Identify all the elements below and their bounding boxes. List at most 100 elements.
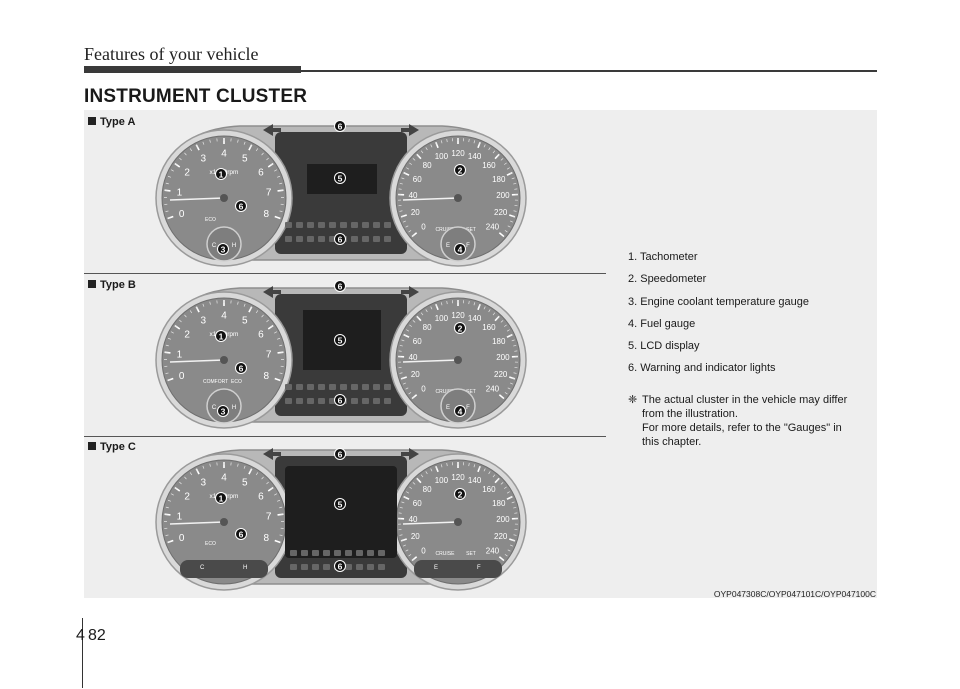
indicator-icon: [362, 222, 369, 228]
gauge-minor-tick: [440, 302, 443, 306]
tach-hub: [220, 194, 228, 202]
indicator-icon: [384, 384, 391, 390]
gauge-minor-tick: [507, 225, 511, 228]
indicator-icon: [378, 550, 385, 556]
gauge-minor-tick: [507, 387, 511, 390]
gauge-tick-label: 8: [264, 209, 270, 220]
fuel-bar-gauge: [414, 560, 502, 578]
gauge-minor-tick: [504, 486, 507, 489]
indicator-icon: [307, 236, 314, 242]
gauge-minor-tick: [276, 499, 281, 502]
gauge-minor-tick: [401, 501, 405, 504]
sub-gauge-label: H: [232, 405, 236, 411]
type-c-text: Type C: [100, 441, 136, 453]
indicator-icon: [329, 384, 336, 390]
gauge-minor-tick: [430, 144, 433, 148]
gauge-minor-tick: [402, 544, 406, 547]
turn-right-arrow: [401, 124, 419, 136]
gauge-minor-tick: [488, 147, 491, 151]
gauge-minor-tick: [276, 175, 281, 178]
gauge-tick-label: 60: [413, 175, 422, 184]
gauge-tick-label: 40: [409, 191, 418, 200]
gauge-minor-tick: [255, 472, 259, 476]
indicator-icon: [373, 236, 380, 242]
indicator-icon: [384, 222, 391, 228]
cruise-label: CRUISE: [436, 227, 456, 233]
gauge-minor-tick: [408, 554, 412, 557]
gauge-minor-tick: [473, 302, 476, 306]
gauge-minor-tick: [165, 344, 169, 347]
indicator-icon: [323, 550, 330, 556]
indicator-icon: [296, 384, 303, 390]
gauge-minor-tick: [430, 306, 433, 310]
gauge-tick-label: 160: [482, 161, 496, 170]
callout-marker: [235, 528, 247, 540]
gauge-minor-tick: [510, 382, 514, 385]
gauge-minor-tick: [405, 225, 409, 228]
callout-number: 5: [338, 335, 343, 345]
gauge-minor-tick: [509, 496, 513, 499]
gauge-minor-tick: [402, 220, 406, 223]
callout-number: 6: [338, 561, 343, 571]
gauge-minor-tick: [478, 304, 481, 308]
callout-number: 1: [219, 331, 224, 341]
gauge-minor-tick: [403, 334, 407, 337]
indicator-icon: [351, 236, 358, 242]
gauge-minor-tick: [250, 468, 253, 472]
gauge-tick-label: 200: [496, 191, 510, 200]
indicator-icon: [362, 384, 369, 390]
tach-needle: [169, 197, 225, 201]
note-line: The actual cluster in the vehicle may di…: [642, 394, 848, 406]
indicator-icon: [296, 398, 303, 404]
gauge-tick-label: 60: [413, 337, 422, 346]
speed-hub: [454, 194, 462, 202]
gauge-minor-tick: [416, 478, 420, 481]
gauge-minor-tick: [261, 314, 264, 318]
gauge-minor-tick: [167, 379, 171, 381]
gauge-minor-tick: [420, 150, 424, 154]
gauge-tick-label: 200: [496, 353, 510, 362]
gauge-tick-label: 80: [423, 161, 432, 170]
callout-number: 2: [458, 489, 463, 499]
gauge-minor-tick: [184, 152, 187, 156]
gauge-tick: [498, 556, 505, 562]
gauge-tick-label: 2: [184, 168, 190, 179]
indicator-icon: [285, 222, 292, 228]
sub-gauge-label: E: [446, 243, 450, 249]
callout-number: 6: [239, 363, 244, 373]
indicator-icon: [290, 550, 297, 556]
gauge-minor-tick: [270, 325, 274, 328]
gauge-tick-label: 140: [468, 476, 482, 485]
gauge-minor-tick: [270, 163, 274, 166]
gauge-tick-label: 1: [177, 350, 183, 361]
gauge-minor-tick: [488, 471, 491, 475]
temp-bar-gauge: [180, 560, 268, 578]
gauge-tick-label: 220: [494, 532, 508, 541]
gauge-minor-tick: [504, 554, 508, 557]
gauge-tick-label: 120: [451, 149, 465, 158]
sub-gauge-label: E: [446, 405, 450, 411]
eco-label: ECO: [205, 541, 216, 547]
gauge-minor-tick: [420, 474, 424, 478]
gauge-tick-label: 200: [496, 515, 510, 524]
gauge-minor-tick: [184, 476, 187, 480]
callout-marker: [215, 492, 227, 504]
gauge-minor-tick: [179, 157, 182, 161]
gauge-tick-label: 40: [409, 515, 418, 524]
turn-left-arrow: [263, 124, 281, 136]
gauge-minor-tick: [511, 539, 516, 542]
gauge-tick-label: 5: [242, 478, 248, 489]
gauge-tick-label: 220: [494, 208, 508, 217]
callout-number: 4: [458, 406, 463, 416]
callout-marker: [334, 233, 346, 245]
gauge-tick: [274, 539, 281, 544]
gauge-minor-tick: [189, 148, 193, 152]
sub-gauge-label: F: [466, 243, 470, 249]
set-label: SET: [466, 389, 476, 395]
gauge-minor-tick: [511, 339, 515, 342]
callout-number: 6: [338, 395, 343, 405]
gauge-minor-tick: [279, 534, 283, 536]
gauge-minor-tick: [425, 147, 428, 151]
gauge-tick: [274, 377, 281, 382]
gauge-tick-label: 80: [423, 485, 432, 494]
